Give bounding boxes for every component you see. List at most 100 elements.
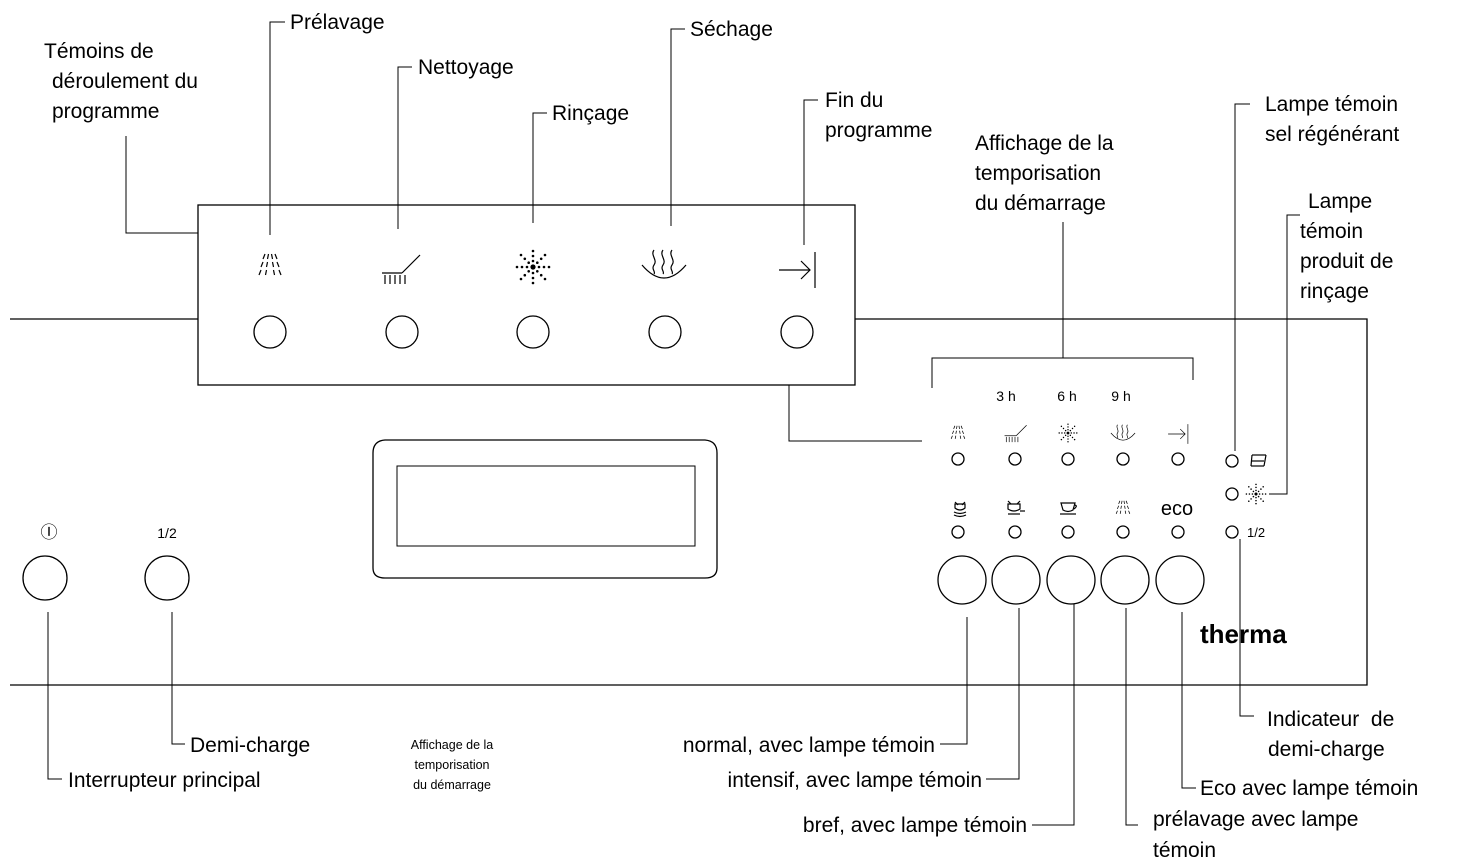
mini-wash-lamp [1008,452,1022,466]
delay-display-label-line3: du démarrage [975,192,1106,215]
delay-display-label-line1: Affichage de la [975,132,1114,155]
prewash-program-label-line1: prélavage avec lampe [1153,808,1358,831]
half-load-lamp [1225,525,1239,539]
normal-program-label: normal, avec lampe témoin [683,734,935,757]
end-lamp [780,315,814,349]
short-program-lamp [1061,525,1075,539]
dry-label: Séchage [690,18,773,41]
short-program-button[interactable] [1046,555,1096,605]
main-switch-symbol: Ⓘ [41,523,58,542]
mini-rinse-lamp [1061,452,1075,466]
display-to-mini-indicators-connector [788,385,922,442]
mini-prewash-lamp [951,452,965,466]
main-switch-label: Interrupteur principal [68,769,261,792]
lcd-display-frame [372,439,718,579]
end-label-line2: programme [825,119,932,142]
rinse-aid-icon [1245,483,1267,505]
intensive-program-icon [1007,500,1026,515]
wash-leader [397,66,412,229]
salt-icon [1250,454,1267,467]
prewash-program-lamp [1116,525,1130,539]
normal-program-button[interactable] [937,555,987,605]
salt-lamp-label-line2: sel régénérant [1265,123,1399,146]
eco-program-label: Eco avec lampe témoin [1200,777,1418,800]
wash-lamp [385,315,419,349]
salt-lamp-label-line1: Lampe témoin [1265,93,1398,116]
rinse-label: Rinçage [552,102,629,125]
eco-program-button[interactable] [1155,555,1205,605]
intensive-program-label: intensif, avec lampe témoin [728,769,982,792]
half-load-leader [171,612,185,745]
eco-program-lamp [1171,525,1185,539]
normal-program-icon [953,501,967,518]
wash-label: Nettoyage [418,56,514,79]
dry-leader [670,28,685,226]
lcd-display-screen [396,465,696,547]
steam-icon [641,249,687,279]
salt-lamp [1225,454,1239,468]
panel-outline [10,318,1368,686]
prewash-label: Prélavage [290,11,385,34]
delay-6h: 6 h [1057,388,1076,404]
salt-lamp-leader [1234,103,1250,451]
mini-brush-icon [1004,424,1027,443]
delay-3h: 3 h [996,388,1015,404]
progress-indicators-label-line2: déroulement du [52,70,198,93]
rinse-aid-label-line4: rinçage [1300,280,1369,303]
prewash-program-button[interactable] [1100,555,1150,605]
short-program-icon [1059,502,1077,515]
half-load-lamp-symbol: 1/2 [1247,525,1265,540]
half-load-symbol: 1/2 [157,525,177,541]
rinse-aid-label-line2: témoin [1300,220,1363,243]
delay-9h: 9 h [1111,388,1130,404]
half-load-label: Demi-charge [190,734,310,757]
prewash-program-icon [1115,500,1131,515]
half-load-button[interactable] [144,555,190,601]
rinse-aid-lamp-leader [1269,214,1300,495]
normal-program-leader [940,617,968,745]
prewash-icon [258,253,282,276]
eco-program-leader [1181,612,1196,789]
prewash-program-label-line2: témoin [1153,839,1216,862]
rinse-leader [532,112,547,223]
half-load-indicator-leader [1239,539,1254,717]
short-program-label: bref, avec lampe témoin [803,814,1027,837]
intensive-program-leader [986,608,1020,780]
short-program-leader [1032,604,1075,826]
end-icon [778,251,816,289]
prewash-program-leader [1125,608,1138,826]
intensive-program-lamp [1008,525,1022,539]
delay-display-small-line3: du démarrage [413,778,491,792]
eco-symbol: eco [1161,498,1193,520]
rinse-icon [515,249,551,285]
mini-end-icon [1167,423,1189,445]
end-label-line1: Fin du [825,89,883,112]
end-leader [803,99,818,245]
progress-indicators-label-line1: Témoins de [44,40,154,63]
delay-display-small-line1: Affichage de la [411,738,494,752]
delay-display-bracket [931,357,1194,388]
delay-display-label-line2: temporisation [975,162,1101,185]
mini-prewash-icon [950,425,966,440]
rinse-aid-label-line1: Lampe [1308,190,1372,213]
prewash-lamp [253,315,287,349]
mini-dry-lamp [1116,452,1130,466]
normal-program-lamp [951,525,965,539]
mini-end-lamp [1171,452,1185,466]
main-switch-button[interactable] [22,555,68,601]
brush-icon [381,254,421,285]
mini-steam-icon [1110,424,1136,441]
prewash-leader [269,21,285,235]
mini-rinse-icon [1058,423,1078,443]
main-switch-leader [47,612,62,780]
rinse-aid-label-line3: produit de [1300,250,1393,273]
rinse-lamp [516,315,550,349]
delay-display-small-line2: temporisation [414,758,489,772]
rinse-aid-lamp [1225,487,1239,501]
brand-logo: therma [1200,619,1287,649]
intensive-program-button[interactable] [991,555,1041,605]
progress-indicators-label-line3: programme [52,100,159,123]
program-display-box [197,204,856,386]
half-load-indicator-label-line1: Indicateur de [1267,708,1394,731]
